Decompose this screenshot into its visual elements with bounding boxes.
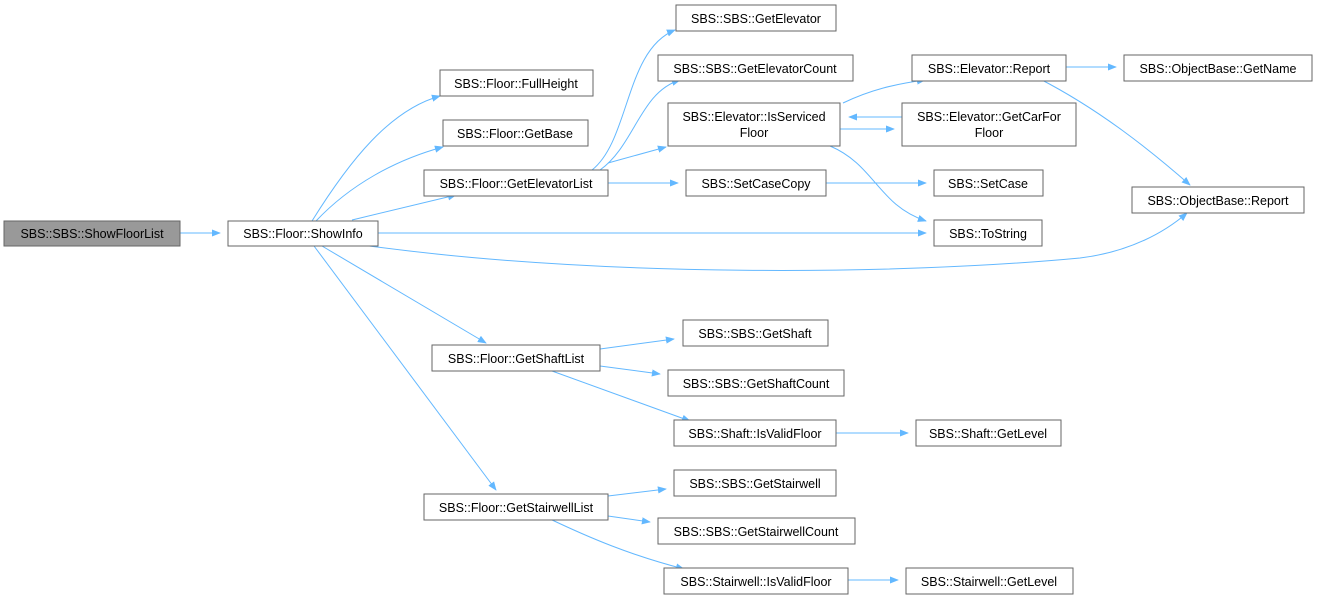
node-label: SBS::Floor::GetBase — [457, 127, 573, 141]
node-get-elevator[interactable]: SBS::SBS::GetElevator — [675, 4, 837, 32]
edge-elevatorreport-objectreport — [1039, 78, 1191, 186]
edge-getelevatorlist-getelevatorcount — [599, 78, 681, 171]
node-get-stairwell-count[interactable]: SBS::SBS::GetStairwellCount — [657, 517, 856, 545]
edge-showinfo-getbase — [315, 145, 444, 222]
edge-isservicedfloor-elevatorreport — [842, 77, 926, 104]
nodes: SBS::SBS::ShowFloorList SBS::Floor::Show… — [3, 4, 1313, 595]
node-label: SBS::ToString — [949, 227, 1027, 241]
node-label: Floor — [740, 126, 768, 140]
edge-isservicedfloor-tostring — [829, 145, 927, 222]
edge-showinfo-fullheight — [311, 94, 441, 222]
node-label: SBS::SBS::GetShaftCount — [683, 377, 830, 391]
node-label: SBS::Floor::GetElevatorList — [440, 177, 593, 191]
node-get-shaft-list[interactable]: SBS::Floor::GetShaftList — [431, 344, 601, 372]
node-stairwell-get-level[interactable]: SBS::Stairwell::GetLevel — [905, 567, 1074, 595]
node-label: SBS::SBS::GetElevatorCount — [673, 62, 837, 76]
node-get-base[interactable]: SBS::Floor::GetBase — [442, 119, 589, 147]
edge-getshaftlist-isvalidfloor — [551, 370, 691, 422]
node-label: SBS::Shaft::GetLevel — [929, 427, 1047, 441]
node-set-case[interactable]: SBS::SetCase — [933, 169, 1044, 197]
node-label: SBS::Floor::GetStairwellList — [439, 501, 594, 515]
node-to-string[interactable]: SBS::ToString — [933, 219, 1043, 247]
node-show-floor-list[interactable]: SBS::SBS::ShowFloorList — [3, 220, 181, 247]
edge-showinfo-getstairwelllist — [313, 245, 497, 491]
node-get-name[interactable]: SBS::ObjectBase::GetName — [1123, 54, 1313, 82]
edge-getstairwelllist-getstairwellcount — [607, 515, 651, 525]
node-label: SBS::SBS::GetShaft — [698, 327, 812, 341]
edge-getshaftlist-getshaft — [599, 336, 675, 350]
node-object-report[interactable]: SBS::ObjectBase::Report — [1131, 186, 1305, 214]
edge-getstairwelllist-getstairwell — [607, 486, 667, 497]
node-label: SBS::ObjectBase::GetName — [1139, 62, 1296, 76]
node-get-shaft[interactable]: SBS::SBS::GetShaft — [682, 319, 829, 347]
node-label: SBS::Elevator::Report — [928, 62, 1051, 76]
edge-showinfo-objectreport — [361, 212, 1188, 271]
node-label: SBS::Shaft::IsValidFloor — [688, 427, 821, 441]
node-shaft-is-valid-floor[interactable]: SBS::Shaft::IsValidFloor — [673, 419, 837, 447]
node-get-car-for-floor[interactable]: SBS::Elevator::GetCarFor Floor — [901, 102, 1077, 147]
node-set-case-copy[interactable]: SBS::SetCaseCopy — [685, 169, 827, 197]
node-label: SBS::ObjectBase::Report — [1147, 194, 1289, 208]
node-label: SBS::SBS::GetStairwellCount — [674, 525, 839, 539]
node-label: SBS::Floor::ShowInfo — [243, 227, 363, 241]
node-label: SBS::Stairwell::IsValidFloor — [680, 575, 831, 589]
node-label: SBS::SetCaseCopy — [701, 177, 811, 191]
node-get-shaft-count[interactable]: SBS::SBS::GetShaftCount — [667, 369, 845, 397]
edge-getshaftlist-getshaftcount — [599, 365, 661, 377]
node-label: SBS::Stairwell::GetLevel — [921, 575, 1057, 589]
edges — [180, 29, 1191, 584]
node-stairwell-is-valid-floor[interactable]: SBS::Stairwell::IsValidFloor — [663, 567, 849, 595]
node-label: SBS::Elevator::IsServiced — [682, 110, 825, 124]
node-label: Floor — [975, 126, 1003, 140]
node-get-elevator-list[interactable]: SBS::Floor::GetElevatorList — [423, 169, 609, 197]
edge-getelevatorlist-isservicedfloor — [607, 145, 667, 164]
node-get-stairwell-list[interactable]: SBS::Floor::GetStairwellList — [423, 493, 609, 521]
node-label: SBS::Floor::GetShaftList — [448, 352, 585, 366]
node-get-stairwell[interactable]: SBS::SBS::GetStairwell — [673, 469, 837, 497]
node-label: SBS::SetCase — [948, 177, 1028, 191]
node-get-elevator-count[interactable]: SBS::SBS::GetElevatorCount — [657, 54, 854, 82]
node-full-height[interactable]: SBS::Floor::FullHeight — [439, 69, 594, 97]
edge-showinfo-getshaftlist — [321, 245, 487, 344]
node-label: SBS::SBS::ShowFloorList — [20, 227, 164, 241]
edge-showinfo-getelevatorlist — [351, 193, 457, 221]
node-show-info[interactable]: SBS::Floor::ShowInfo — [227, 220, 379, 247]
node-label: SBS::SBS::GetElevator — [691, 12, 821, 26]
edge-getstairwelllist-stairwellisvalidfloor — [549, 518, 685, 571]
node-label: SBS::SBS::GetStairwell — [689, 477, 820, 491]
node-label: SBS::Floor::FullHeight — [454, 77, 578, 91]
edge-getelevatorlist-getelevator — [591, 29, 676, 171]
node-label: SBS::Elevator::GetCarFor — [917, 110, 1061, 124]
node-is-serviced-floor[interactable]: SBS::Elevator::IsServiced Floor — [667, 102, 841, 147]
node-shaft-get-level[interactable]: SBS::Shaft::GetLevel — [915, 419, 1062, 447]
node-elevator-report[interactable]: SBS::Elevator::Report — [911, 54, 1067, 82]
